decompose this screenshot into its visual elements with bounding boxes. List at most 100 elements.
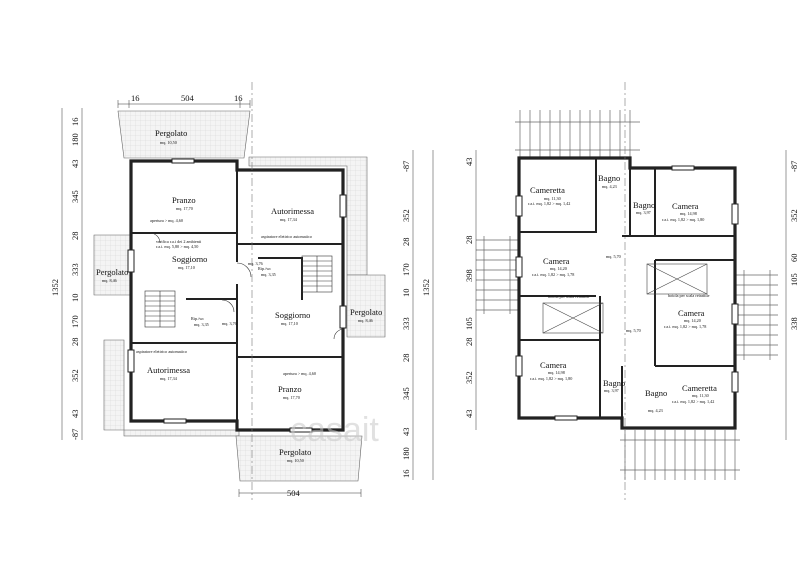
room-area: mq. 8,46 [358, 318, 373, 324]
room-area: mq. 17,70 [283, 395, 300, 401]
note-apertura: apertura > mq. 4,60 [283, 371, 316, 377]
room-area: mq. 14,98 [680, 211, 697, 217]
dimension-right [412, 150, 434, 480]
dim-label: 180 [401, 447, 411, 460]
dim-label: 352 [464, 371, 474, 384]
dim-total: 1352 [50, 279, 60, 296]
terrace-right [346, 274, 386, 338]
dim-label: 43 [70, 160, 80, 169]
dim-label: 16 [70, 118, 80, 127]
note-aspiratore: aspiratore elettrico automatico [136, 349, 187, 354]
dim-label: 28 [401, 354, 411, 363]
room-area: mq. 17,10 [178, 265, 195, 271]
room-name: Bagno [603, 378, 625, 388]
room-name: Pergolato [96, 267, 128, 277]
note-mq: mq. 5,70 [626, 328, 641, 334]
pergola-left [476, 236, 520, 314]
room-rai: r.a.i. mq. 1,82 > mq. 1,42 [528, 201, 570, 207]
dimension-left [61, 108, 83, 440]
dim-label: 345 [401, 387, 411, 400]
dim-label: 28 [70, 232, 80, 241]
dim-label: 60 [789, 254, 799, 263]
room-area: mq. 8,46 [102, 278, 117, 284]
room-area: mq. 10,50 [160, 140, 177, 146]
dim-label: 16 [131, 93, 140, 103]
room-name: Autorimessa [147, 365, 190, 375]
pergola-top [515, 110, 640, 158]
note-botola: botola per scala retrattile [668, 293, 710, 298]
upper-floor-plan: Cameretta mq. 11,30 r.a.i. mq. 1,82 > mq… [464, 82, 799, 500]
windows-ground [127, 158, 347, 433]
note-mq: mq. 5,70 [606, 254, 621, 260]
room-area: mq. 14,20 [684, 318, 701, 324]
exterior-walls [517, 156, 737, 430]
room-name: Cameretta [682, 383, 717, 393]
dim-label: 10 [401, 289, 411, 298]
room-area: mq. 17,34 [280, 217, 298, 223]
stair-right [301, 255, 333, 293]
dim-label: 352 [401, 209, 411, 222]
room-area: mq. 11,30 [692, 393, 709, 399]
windows-upper [515, 165, 739, 421]
dim-total: 1352 [421, 279, 431, 296]
terrace-bottom [235, 435, 363, 482]
dim-label: 504 [181, 93, 195, 103]
dim-label: 180 [70, 133, 80, 146]
room-area: mq. 17,34 [160, 376, 178, 382]
room-rai: r.a.i. mq. 1,82 > mq. 1,78 [664, 324, 706, 330]
dim-label: 28 [464, 338, 474, 347]
dim-label: 333 [401, 317, 411, 330]
room-name: Rip./wc [191, 316, 204, 321]
dim-label: 338 [789, 317, 799, 330]
dim-label: 28 [401, 238, 411, 247]
note-mq: mq. 3,76 [222, 321, 237, 327]
dim-label: 105 [789, 273, 799, 286]
room-area: mq. 3,97 [636, 210, 651, 216]
stair-left [144, 290, 176, 328]
dim-label: 105 [464, 317, 474, 330]
room-name: Pergolato [350, 307, 382, 317]
dim-label: 398 [464, 269, 474, 282]
dim-right-labels: -87 352 28 170 10 333 28 345 43 180 16 1… [401, 161, 431, 478]
room-name: Soggiorno [172, 254, 207, 264]
interior-walls [519, 158, 735, 428]
room-name: Soggiorno [275, 310, 310, 320]
dim-label: -87 [70, 429, 80, 440]
terrace-left [93, 234, 132, 296]
pergola-bottom [620, 430, 740, 480]
room-rai: r.a.i. mq. 1,82 > mq. 1,42 [672, 399, 714, 405]
terrace-top [117, 110, 251, 159]
dim-label: 28 [464, 236, 474, 245]
room-area: mq. 10,50 [287, 458, 304, 464]
room-area: mq. 17,10 [281, 321, 298, 327]
room-name: Autorimessa [271, 206, 314, 216]
dim-label: 504 [287, 488, 301, 498]
room-area: mq. 4,23 [648, 408, 663, 414]
doors-ground [149, 232, 345, 340]
room-area: mq. 14,20 [550, 266, 567, 272]
room-area: mq. 11,30 [544, 196, 561, 202]
dim-label: 43 [70, 410, 80, 419]
room-rai: r.a.i. mq. 1,82 > mq. 1,80 [662, 217, 704, 223]
note-aspiratore: aspiratore elettrico automatico [261, 234, 312, 239]
ground-floor-plan: Pergolato mq. 10,50 Pranzo mq. 17,70 Aut… [50, 82, 434, 500]
dim-label: 170 [401, 263, 411, 276]
room-area: mq. 14,98 [548, 370, 565, 376]
watermark-logo: casait [290, 411, 379, 449]
dim-label: 28 [70, 338, 80, 347]
note-verifica: verifica r.a.i dei 2 ambienti [156, 239, 202, 244]
dim-label: -87 [789, 161, 799, 172]
dimension-bottom [238, 489, 362, 497]
room-area: mq. 3,97 [604, 388, 619, 394]
room-name: Camera [672, 201, 699, 211]
room-name: Rip./wc [258, 266, 271, 271]
stair-openings [542, 263, 708, 334]
room-name: Cameretta [530, 185, 565, 195]
room-name: Bagno [645, 388, 667, 398]
room-name: Camera [543, 256, 570, 266]
dimension-top [117, 100, 251, 108]
dim-label: 43 [464, 410, 474, 419]
dim-label: 352 [70, 369, 80, 382]
room-area: mq. 3,35 [194, 322, 209, 328]
